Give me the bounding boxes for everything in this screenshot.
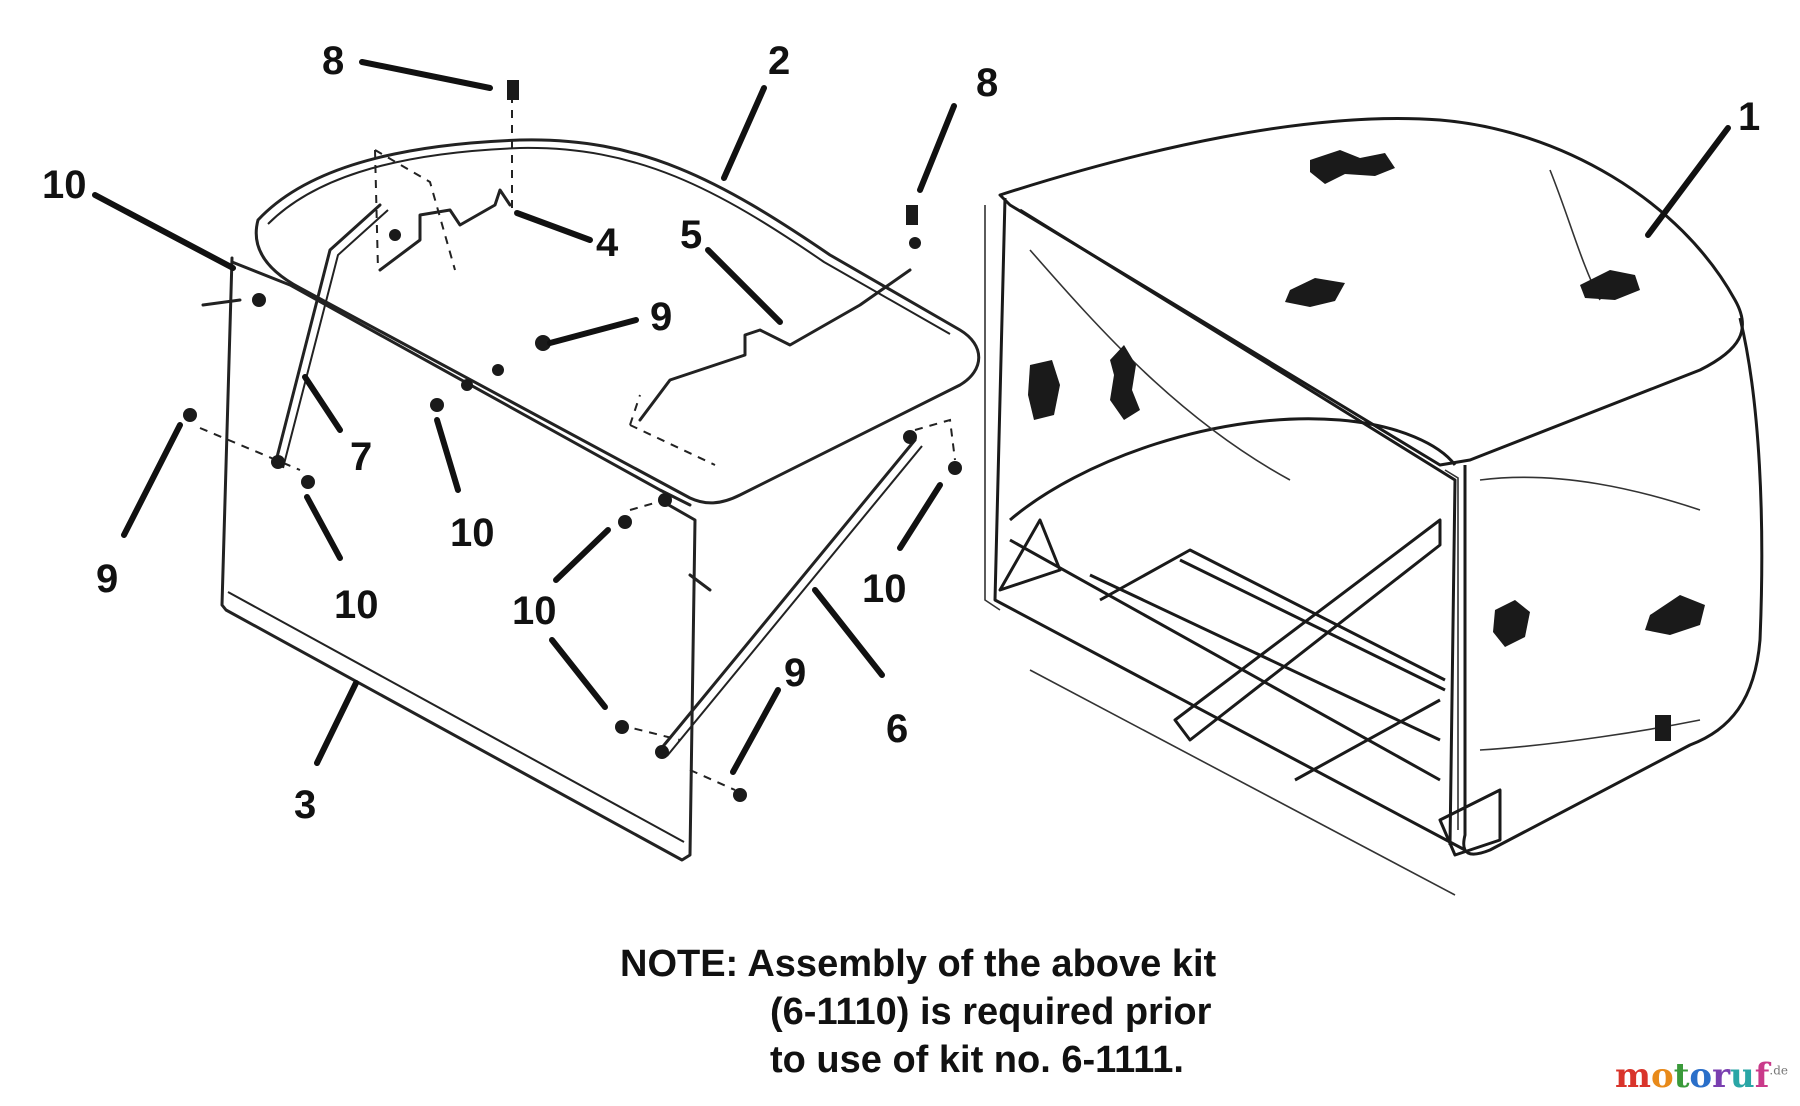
support-rod-part-6 [658,438,917,752]
callout-9-left: 9 [96,557,118,601]
callout-7: 7 [350,435,372,479]
motoruf-watermark-logo: motoruf.de [1615,1056,1788,1096]
callout-10-right: 10 [862,567,907,611]
wm-letter: o [1651,1056,1674,1096]
wm-letter: m [1615,1056,1651,1096]
callout-10-lower-center: 10 [512,589,557,633]
bag-frame-assembly [183,80,981,862]
callout-8-top-right: 8 [976,61,998,105]
handle-bracket-part-4 [378,188,512,272]
wm-letter: u [1730,1056,1755,1096]
rear-bracket-part-5 [638,268,912,422]
wm-letter: t [1673,1056,1690,1096]
callout-10-top-left: 10 [42,163,87,207]
callout-3: 3 [294,783,316,827]
upper-rail [230,260,692,507]
assembly-note: NOTE: Assembly of the above kit (6-1110)… [620,940,1380,1084]
support-rod-part-7 [273,203,382,467]
note-line-2: (6-1110) is required prior [770,991,1212,1033]
note-line-1: NOTE: Assembly of the above kit [620,943,1217,985]
wm-letter: o [1689,1056,1713,1096]
wm-letter: f [1754,1056,1770,1096]
callout-1: 1 [1738,95,1760,139]
callout-9-center: 9 [650,295,672,339]
callout-5: 5 [680,213,702,257]
callout-2: 2 [768,39,790,83]
left-side-frame [220,256,697,862]
top-frame-part-2 [254,138,981,505]
callout-8-top-left: 8 [322,39,344,83]
grass-bag-part-1 [984,116,1764,896]
callout-10-center: 10 [450,511,495,555]
wm-suffix: .de [1769,1063,1788,1078]
note-line-3: to use of kit no. 6-1111. [770,1039,1184,1081]
callout-4: 4 [596,221,619,265]
leader-lines [92,59,1731,775]
callout-labels: 8 2 8 1 10 4 5 9 7 10 9 10 10 10 9 6 3 [42,39,1760,827]
wm-letter: r [1712,1056,1731,1096]
callout-6: 6 [886,707,908,751]
callout-10-lower-left: 10 [334,583,379,627]
callout-9-lower-right: 9 [784,651,806,695]
